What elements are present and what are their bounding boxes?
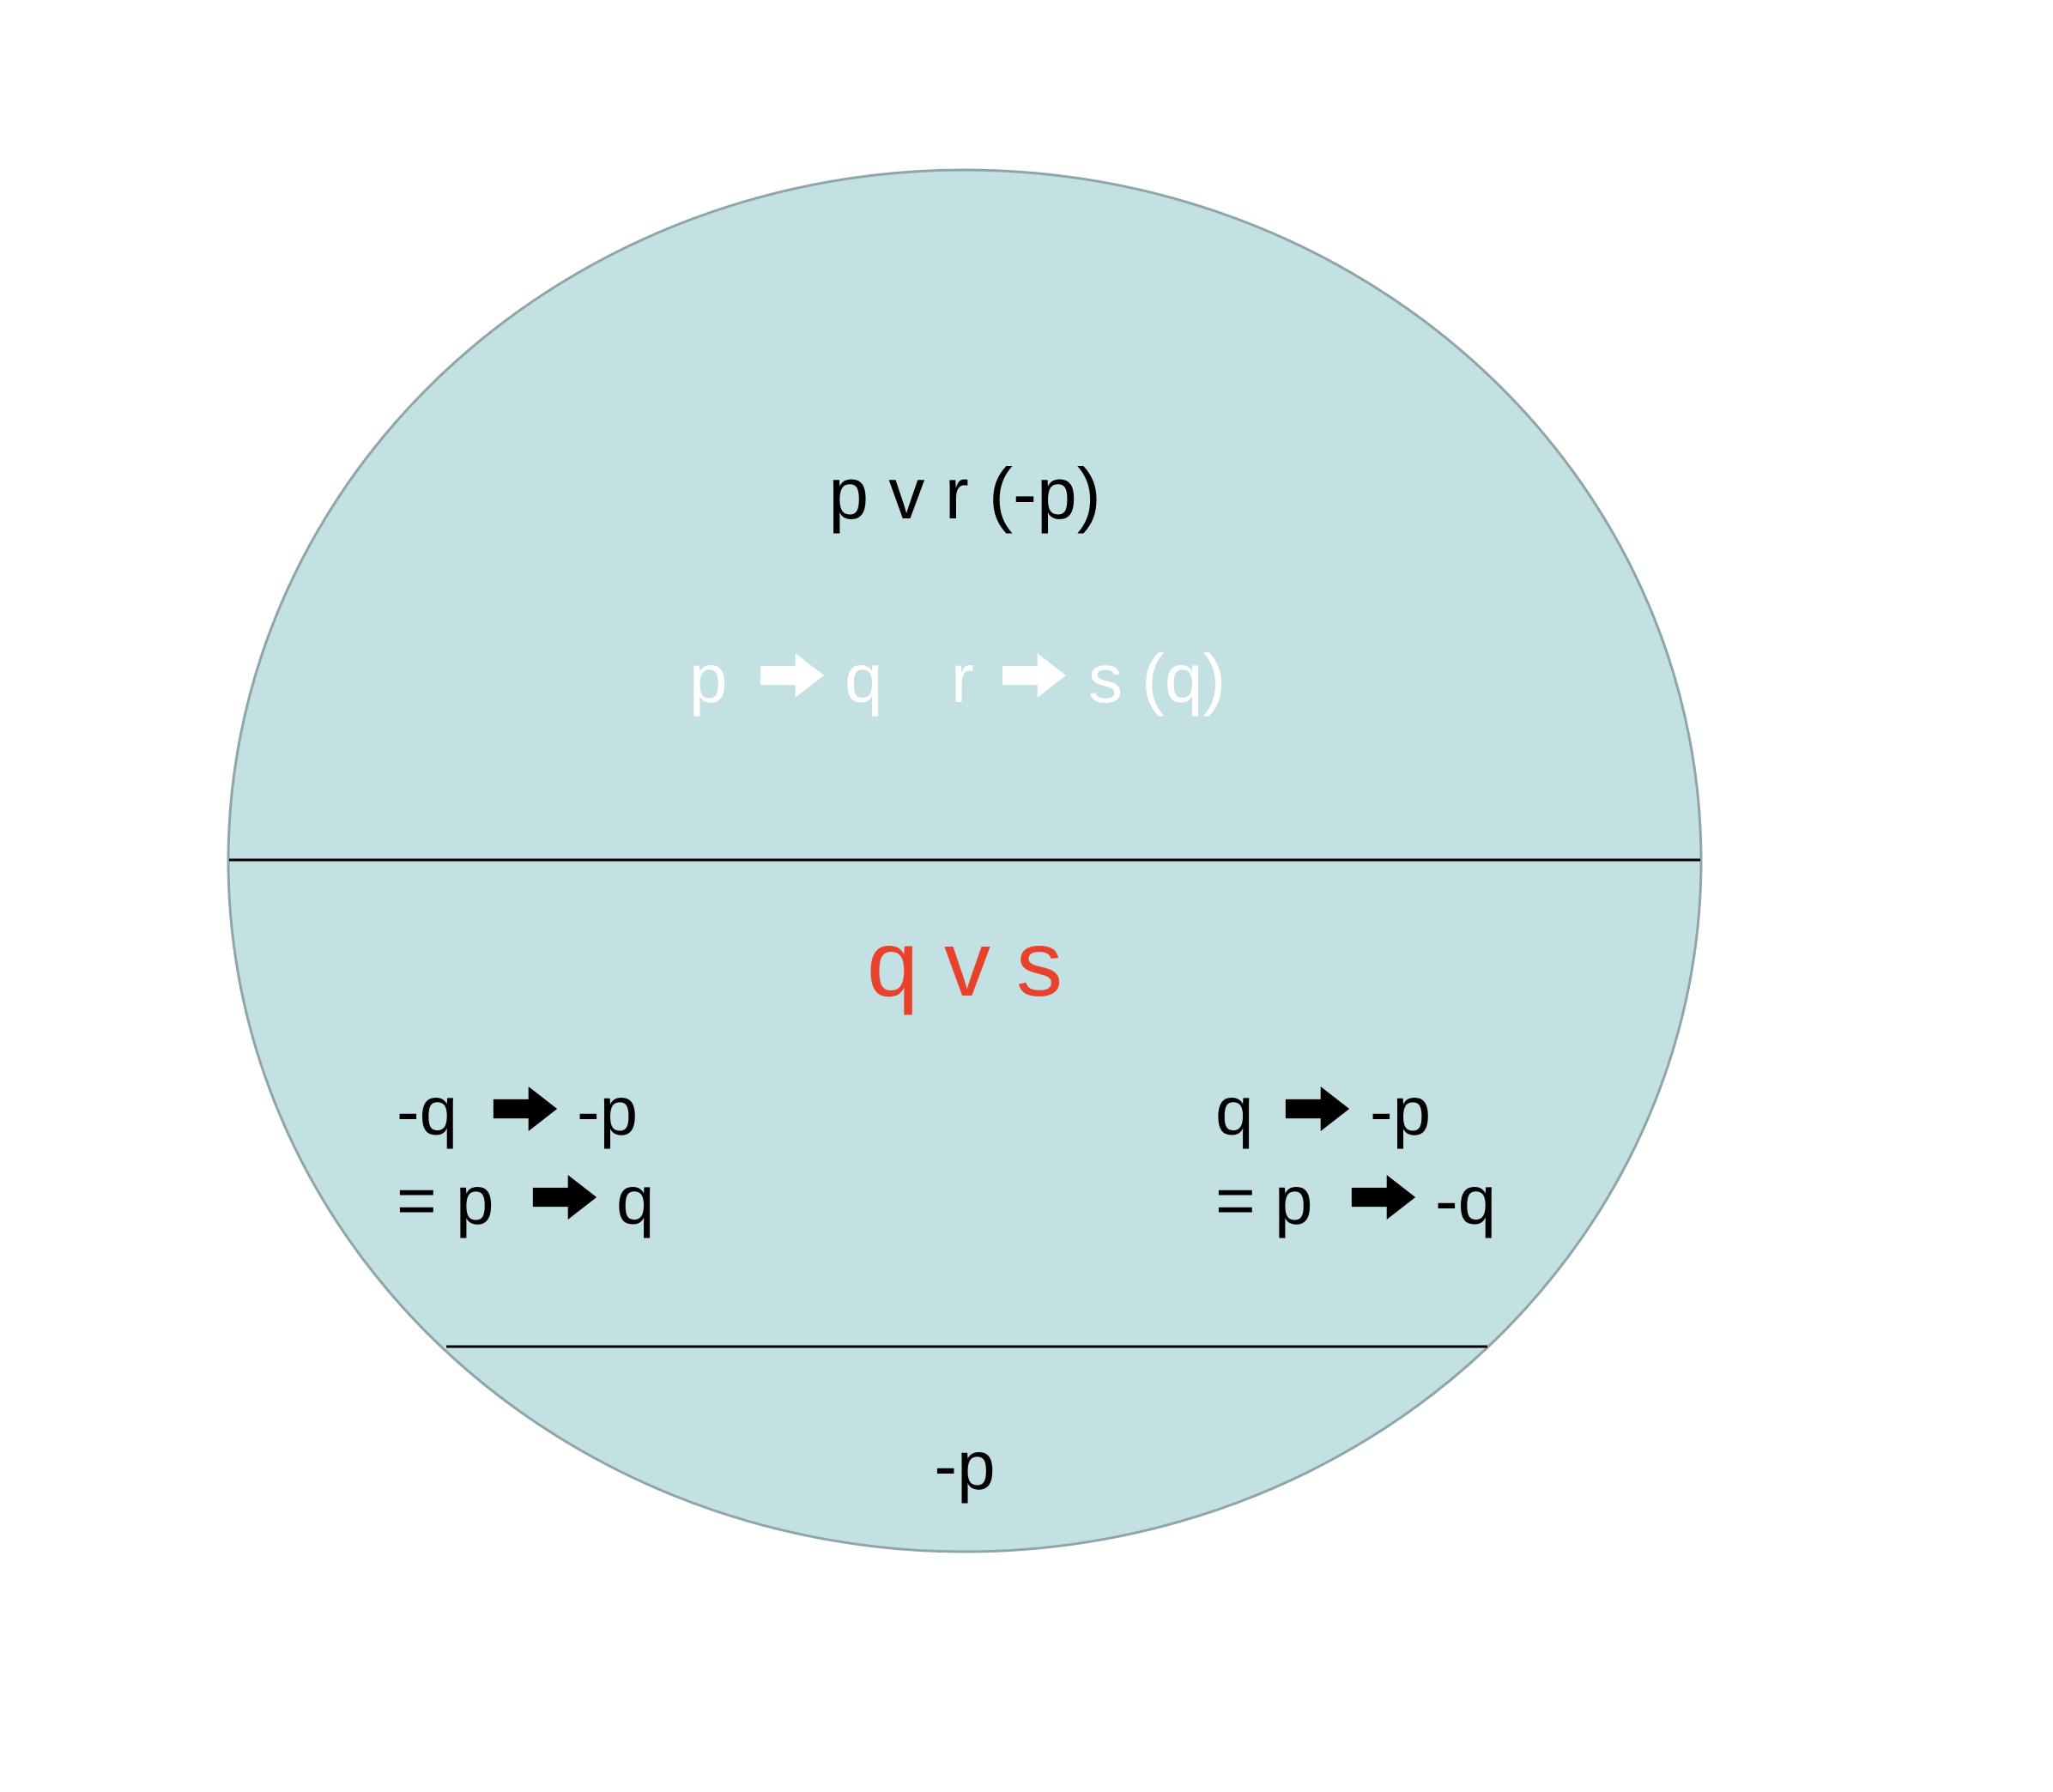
- right-line-1-antecedent: q: [1215, 1073, 1254, 1149]
- premise-1-text: p v r (-p): [828, 453, 1100, 534]
- left-line-2-prefix: = p: [397, 1162, 494, 1238]
- left-line-1-antecedent: -q: [397, 1073, 457, 1149]
- left-derivation: -q -p = p q: [397, 1073, 655, 1238]
- left-line-1-consequent: -p: [577, 1073, 638, 1149]
- premise-2-left-antecedent: p: [689, 640, 728, 717]
- right-line-1-consequent: -p: [1370, 1073, 1431, 1149]
- right-line-2-consequent: -q: [1435, 1162, 1496, 1238]
- main-formula-text: q v s: [867, 911, 1063, 1015]
- premise-2-left-consequent: q: [845, 640, 883, 717]
- premise-2-right-antecedent: r: [951, 640, 974, 717]
- premise-2-group: p q r s (q): [689, 640, 1226, 717]
- right-derivation: q -p = p -q: [1215, 1073, 1496, 1238]
- right-line-2-prefix: = p: [1215, 1162, 1312, 1238]
- left-line-2-consequent: q: [616, 1162, 655, 1238]
- conclusion-text: -p: [934, 1427, 995, 1504]
- premise-2-right-consequent: s (q): [1088, 640, 1226, 717]
